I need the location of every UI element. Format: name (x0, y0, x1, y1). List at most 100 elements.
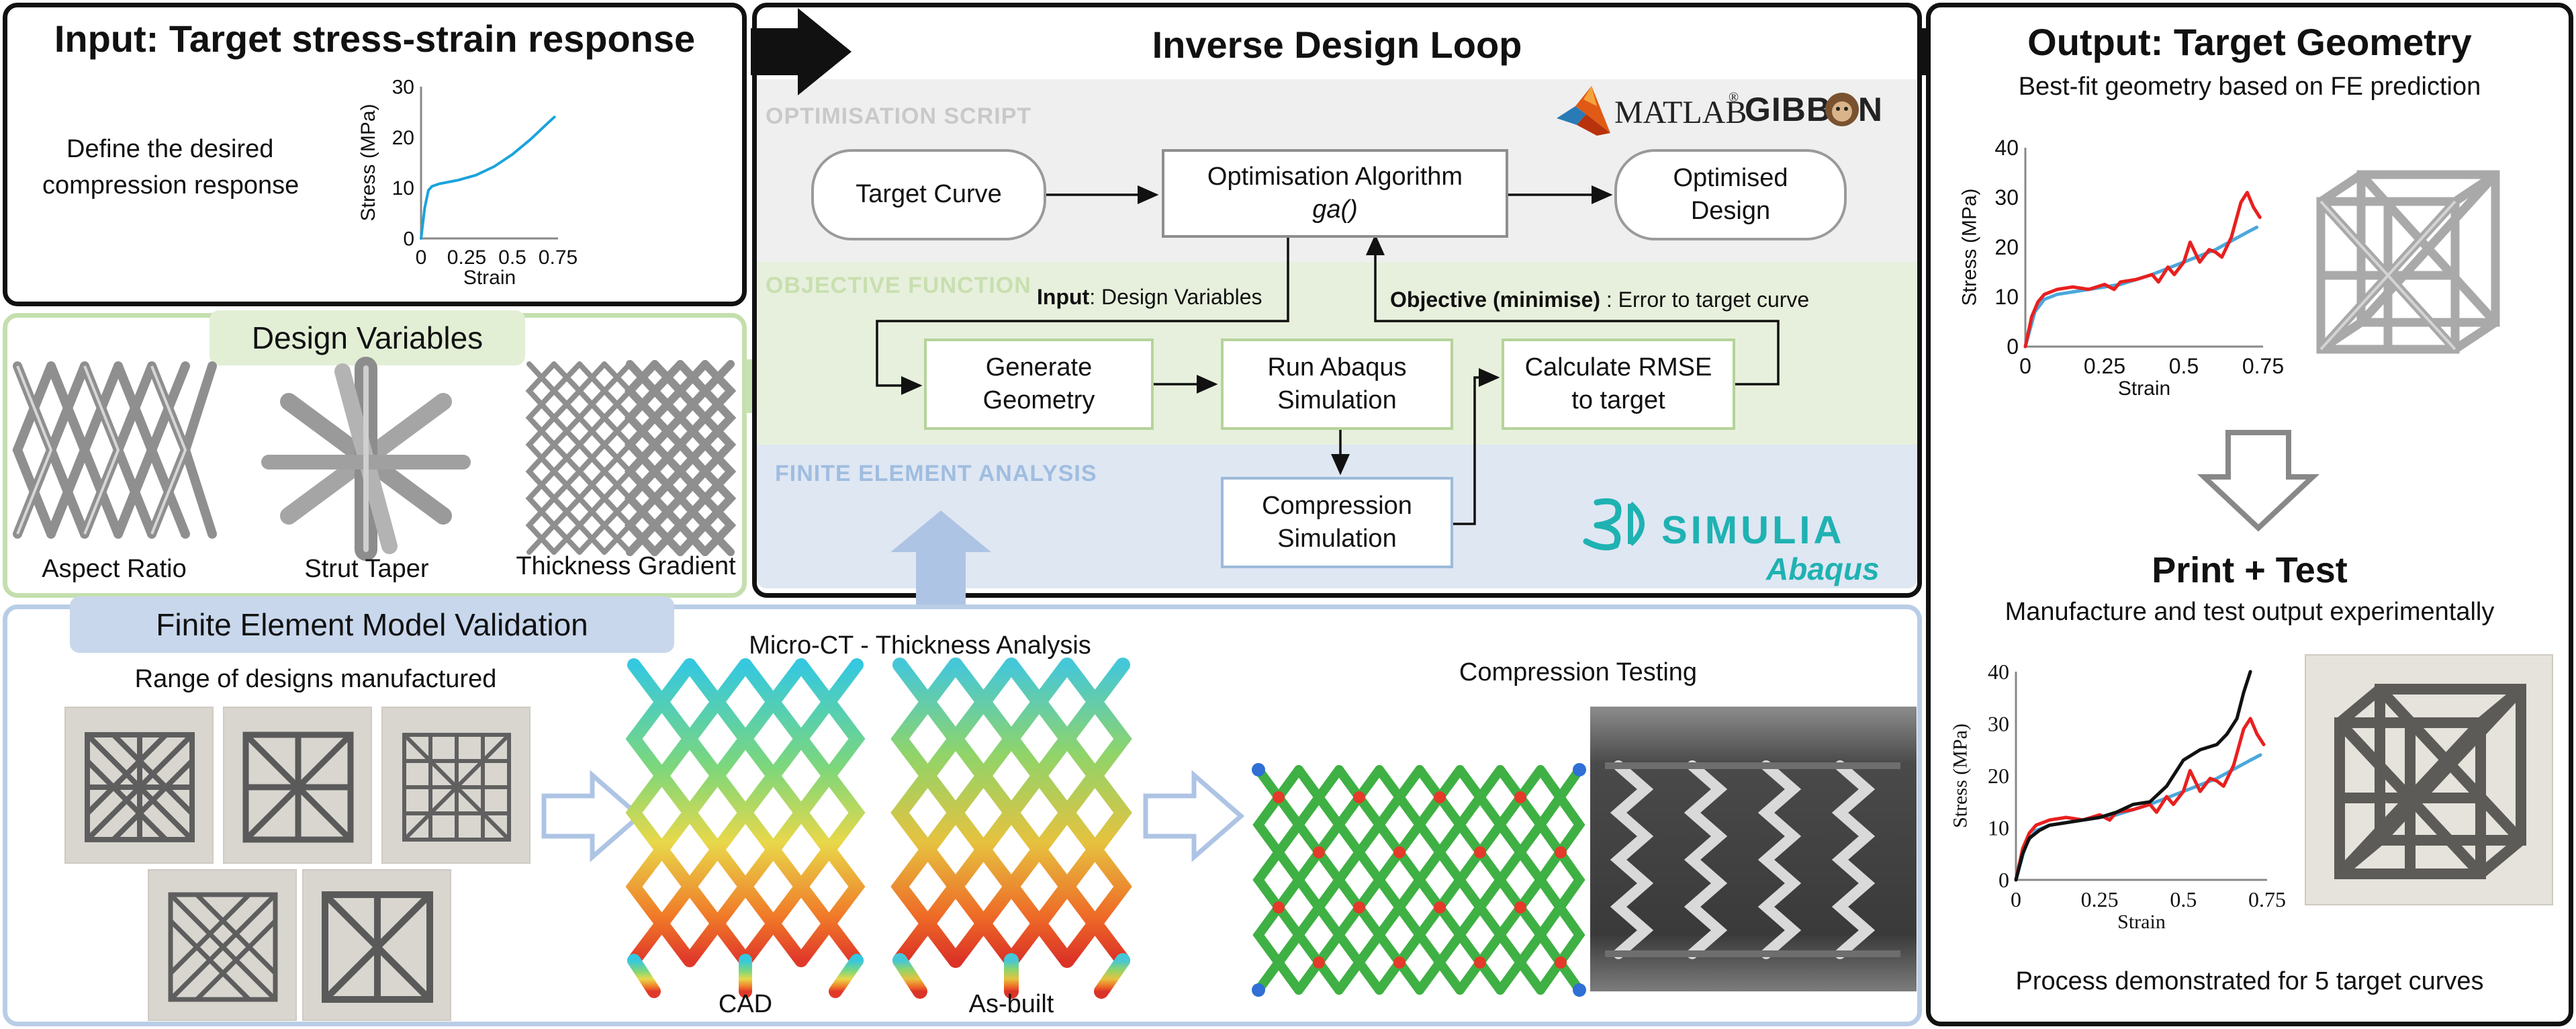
input-note-rest: : Design Variables (1089, 285, 1262, 309)
y-tick-label: 30 (1994, 185, 2019, 210)
output-to-print-arrow (2197, 430, 2320, 532)
compression-test-lattice (1605, 760, 1900, 959)
asbuilt-thickness-map-image (890, 658, 1132, 999)
print-test-title: Print + Test (2152, 550, 2348, 590)
x-tick-label: 0.5 (2170, 887, 2197, 911)
objective-note: Objective (minimise) : Error to target c… (1390, 287, 1809, 312)
input-design-variables-note: Input: Design Variables (1037, 285, 1262, 310)
gibbon-logo: GIBBON (1745, 87, 1906, 134)
y-tick-label: 10 (1994, 285, 2019, 309)
validation-tag: Finite Element Model Validation (70, 596, 674, 653)
y-tick-label: 40 (1988, 660, 2009, 684)
series-line-1 (2014, 753, 2262, 882)
compression-simulation-label-line2: Simulation (1277, 525, 1397, 553)
output-title: Output: Target Geometry (2027, 21, 2472, 63)
x-tick-label: 0.75 (2248, 887, 2286, 911)
x-tick-label: 0.25 (447, 247, 486, 269)
simulia-abaqus-logo: SIMULIA Abaqus (1583, 497, 1906, 588)
optimised-design-label-line1: Optimised (1673, 163, 1788, 192)
y-tick-label: 0 (1998, 868, 2009, 892)
x-tick-label: 0.75 (2242, 354, 2284, 378)
x-tick-label: 0.25 (2084, 354, 2125, 378)
generate-geometry-label-line2: Geometry (982, 386, 1095, 414)
printed-geometry-lattice (2334, 684, 2526, 879)
x-axis-label: Strain (2117, 911, 2166, 933)
y-tick-label: 10 (392, 177, 414, 199)
gibbon-wordmark: GIBBON (1745, 91, 1883, 128)
optimised-design-node: Optimised Design (1614, 149, 1847, 240)
x-tick-label: 0 (2011, 887, 2021, 911)
fe-compression-simulation-image (1252, 763, 1586, 997)
y-axis-label: Stress (MPa) (1949, 723, 1971, 828)
y-tick-label: 10 (1988, 816, 2009, 840)
cad-thickness-map-image (625, 658, 866, 998)
loop-title: Inverse Design Loop (1152, 24, 1522, 66)
calculate-rmse-label-line1: Calculate RMSE (1524, 353, 1712, 382)
manufactured-sample-photo-5 (302, 869, 451, 1021)
target-curve-node: Target Curve (811, 149, 1046, 240)
output-geometry-render (2316, 170, 2500, 354)
output-footer: Process demonstrated for 5 target curves (2015, 967, 2484, 995)
calculate-rmse-label-line2: to target (1571, 386, 1665, 414)
simulia-3ds-icon (1583, 498, 1645, 551)
y-axis-label: Stress (MPa) (357, 103, 379, 221)
sample-lattice-4 (168, 892, 278, 1002)
matlab-wordmark: MATLAB (1614, 95, 1747, 130)
input-panel-title: Input: Target stress-strain response (54, 17, 696, 60)
validation-to-loop-arrow (890, 510, 991, 611)
compression-simulation-label-line1: Compression (1262, 491, 1412, 520)
y-tick-label: 20 (1988, 764, 2009, 788)
y-tick-label: 30 (392, 77, 414, 99)
sample-lattice-1 (85, 732, 195, 842)
input-description-line2: compression response (42, 171, 300, 199)
compression-simulation-node: Compression Simulation (1221, 477, 1453, 568)
series-line-2 (2014, 717, 2266, 882)
abaqus-wordmark: Abaqus (1766, 551, 1880, 586)
x-tick-label: 0.25 (2081, 887, 2119, 911)
aspect-ratio-label: Aspect Ratio (42, 555, 187, 583)
sample-lattice-3 (402, 733, 511, 842)
thickness-gradient-lattice-image (525, 360, 737, 556)
design-variables-tag: Design Variables (210, 310, 525, 365)
x-tick-label: 0 (416, 247, 427, 269)
optimised-design-label-line2: Design (1690, 197, 1771, 225)
manufactured-sample-photo-1 (64, 707, 214, 864)
cad-label: CAD (718, 990, 773, 1018)
asbuilt-label: As-built (968, 990, 1054, 1018)
sample-lattice-5 (322, 891, 433, 1003)
matlab-membrane-icon (1557, 86, 1610, 136)
print-test-subtitle: Manufacture and test output experimental… (2005, 598, 2495, 626)
microct-label: Micro-CT - Thickness Analysis (749, 631, 1091, 660)
optimisation-function-label: ga() (1312, 195, 1358, 224)
x-tick-label: 0.75 (539, 247, 578, 269)
strut-taper-image (261, 357, 471, 561)
calculate-rmse-node: Calculate RMSE to target (1502, 339, 1735, 430)
x-tick-label: 0.5 (498, 247, 526, 269)
manufactured-sample-photo-2 (223, 707, 372, 864)
generate-geometry-node: Generate Geometry (924, 339, 1154, 430)
sample-lattice-2 (242, 731, 354, 843)
input-note-bold: Input (1037, 285, 1090, 309)
range-of-designs-label: Range of designs manufactured (134, 665, 497, 693)
finite-element-analysis-label: FINITE ELEMENT ANALYSIS (775, 461, 1097, 486)
strut-taper-label: Strut Taper (304, 555, 429, 583)
series-line-2 (2023, 191, 2262, 349)
manufactured-sample-photo-3 (381, 707, 531, 864)
optimisation-algorithm-node: Optimisation Algorithm ga() (1162, 149, 1508, 238)
x-tick-label: 0 (2019, 354, 2031, 378)
designs-to-microct-arrow (541, 770, 643, 862)
y-tick-label: 0 (2007, 334, 2019, 359)
gibbon-face-icon (1825, 93, 1859, 126)
target-curve-label: Target Curve (856, 180, 1002, 209)
run-abaqus-node: Run Abaqus Simulation (1221, 339, 1453, 430)
objective-function-label: OBJECTIVE FUNCTION (766, 273, 1031, 298)
optimisation-script-label: OPTIMISATION SCRIPT (766, 103, 1032, 129)
input-to-loop-arrow (751, 8, 852, 95)
series-line-3 (2014, 670, 2252, 882)
x-axis-label: Strain (2118, 377, 2170, 400)
x-axis-label: Strain (463, 267, 516, 289)
objective-note-bold: Objective (minimise) (1390, 287, 1600, 312)
